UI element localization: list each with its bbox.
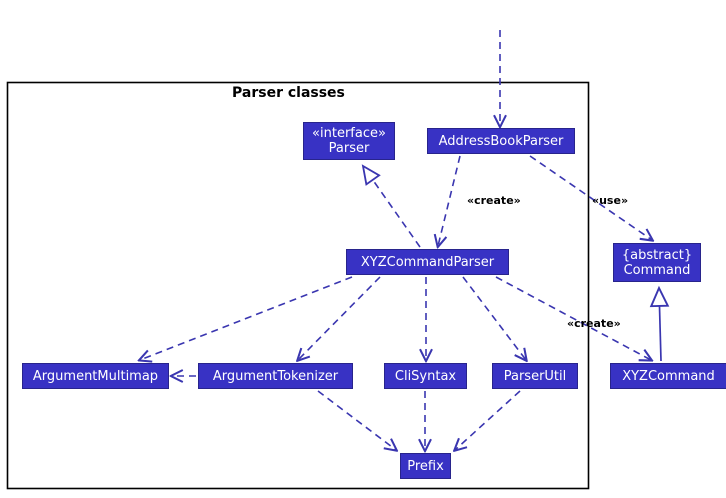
package-frame bbox=[6, 81, 590, 490]
class-name-argumentmultimap: ArgumentMultimap bbox=[32, 368, 159, 384]
class-name-parser: Parser bbox=[328, 141, 370, 156]
package-title: Parser classes bbox=[232, 85, 345, 101]
edge-addressbookparser-creates-xyzcommandparser bbox=[438, 155, 461, 246]
class-box-xyzcommandparser[interactable]: XYZCommandParser bbox=[346, 249, 509, 275]
edge-xyzcommandparser-to-argumenttokenizer bbox=[298, 276, 381, 360]
class-name-addressbookparser: AddressBookParser bbox=[438, 133, 564, 149]
edge-addressbookparser-uses-command bbox=[529, 155, 652, 240]
class-name-xyzcommand: XYZCommand bbox=[622, 368, 715, 384]
class-box-xyzcommand[interactable]: XYZCommand bbox=[610, 363, 726, 389]
edge-label-create-xyzcommandparser: «create» bbox=[467, 194, 521, 207]
edge-xyzcommandparser-to-argumentmultimap bbox=[140, 276, 353, 360]
class-box-clisyntax[interactable]: CliSyntax bbox=[384, 363, 467, 389]
edge-parserutil-to-prefix bbox=[455, 390, 521, 450]
edge-label-use-command: «use» bbox=[592, 194, 629, 207]
edge-xyzcommand-extends-command bbox=[649, 285, 670, 362]
class-box-parser[interactable]: «interface» Parser bbox=[303, 122, 395, 160]
class-stereotype-interface: «interface» bbox=[312, 126, 386, 141]
class-box-command[interactable]: {abstract} Command bbox=[613, 243, 701, 282]
edge-xyzcommandparser-to-parserutil bbox=[462, 276, 526, 360]
class-name-parserutil: ParserUtil bbox=[503, 368, 567, 384]
edge-argumenttokenizer-to-prefix bbox=[317, 390, 396, 450]
edge-xyzcommandparser-creates-xyzcommand bbox=[495, 276, 651, 360]
class-name-xyzcommandparser: XYZCommandParser bbox=[360, 254, 495, 270]
edge-label-create-xyzcommand: «create» bbox=[567, 317, 621, 330]
class-box-prefix[interactable]: Prefix bbox=[400, 453, 451, 479]
class-box-addressbookparser[interactable]: AddressBookParser bbox=[427, 128, 575, 154]
class-box-argumentmultimap[interactable]: ArgumentMultimap bbox=[22, 363, 169, 389]
class-box-argumenttokenizer[interactable]: ArgumentTokenizer bbox=[198, 363, 353, 389]
class-box-parserutil[interactable]: ParserUtil bbox=[492, 363, 578, 389]
class-name-prefix: Prefix bbox=[407, 458, 444, 474]
class-name-clisyntax: CliSyntax bbox=[394, 368, 457, 384]
edge-xyzcommandparser-realizes-parser bbox=[361, 164, 421, 248]
class-name-command: Command bbox=[623, 262, 691, 278]
class-name-argumenttokenizer: ArgumentTokenizer bbox=[212, 368, 339, 384]
class-stereotype-abstract: {abstract} bbox=[621, 247, 693, 263]
